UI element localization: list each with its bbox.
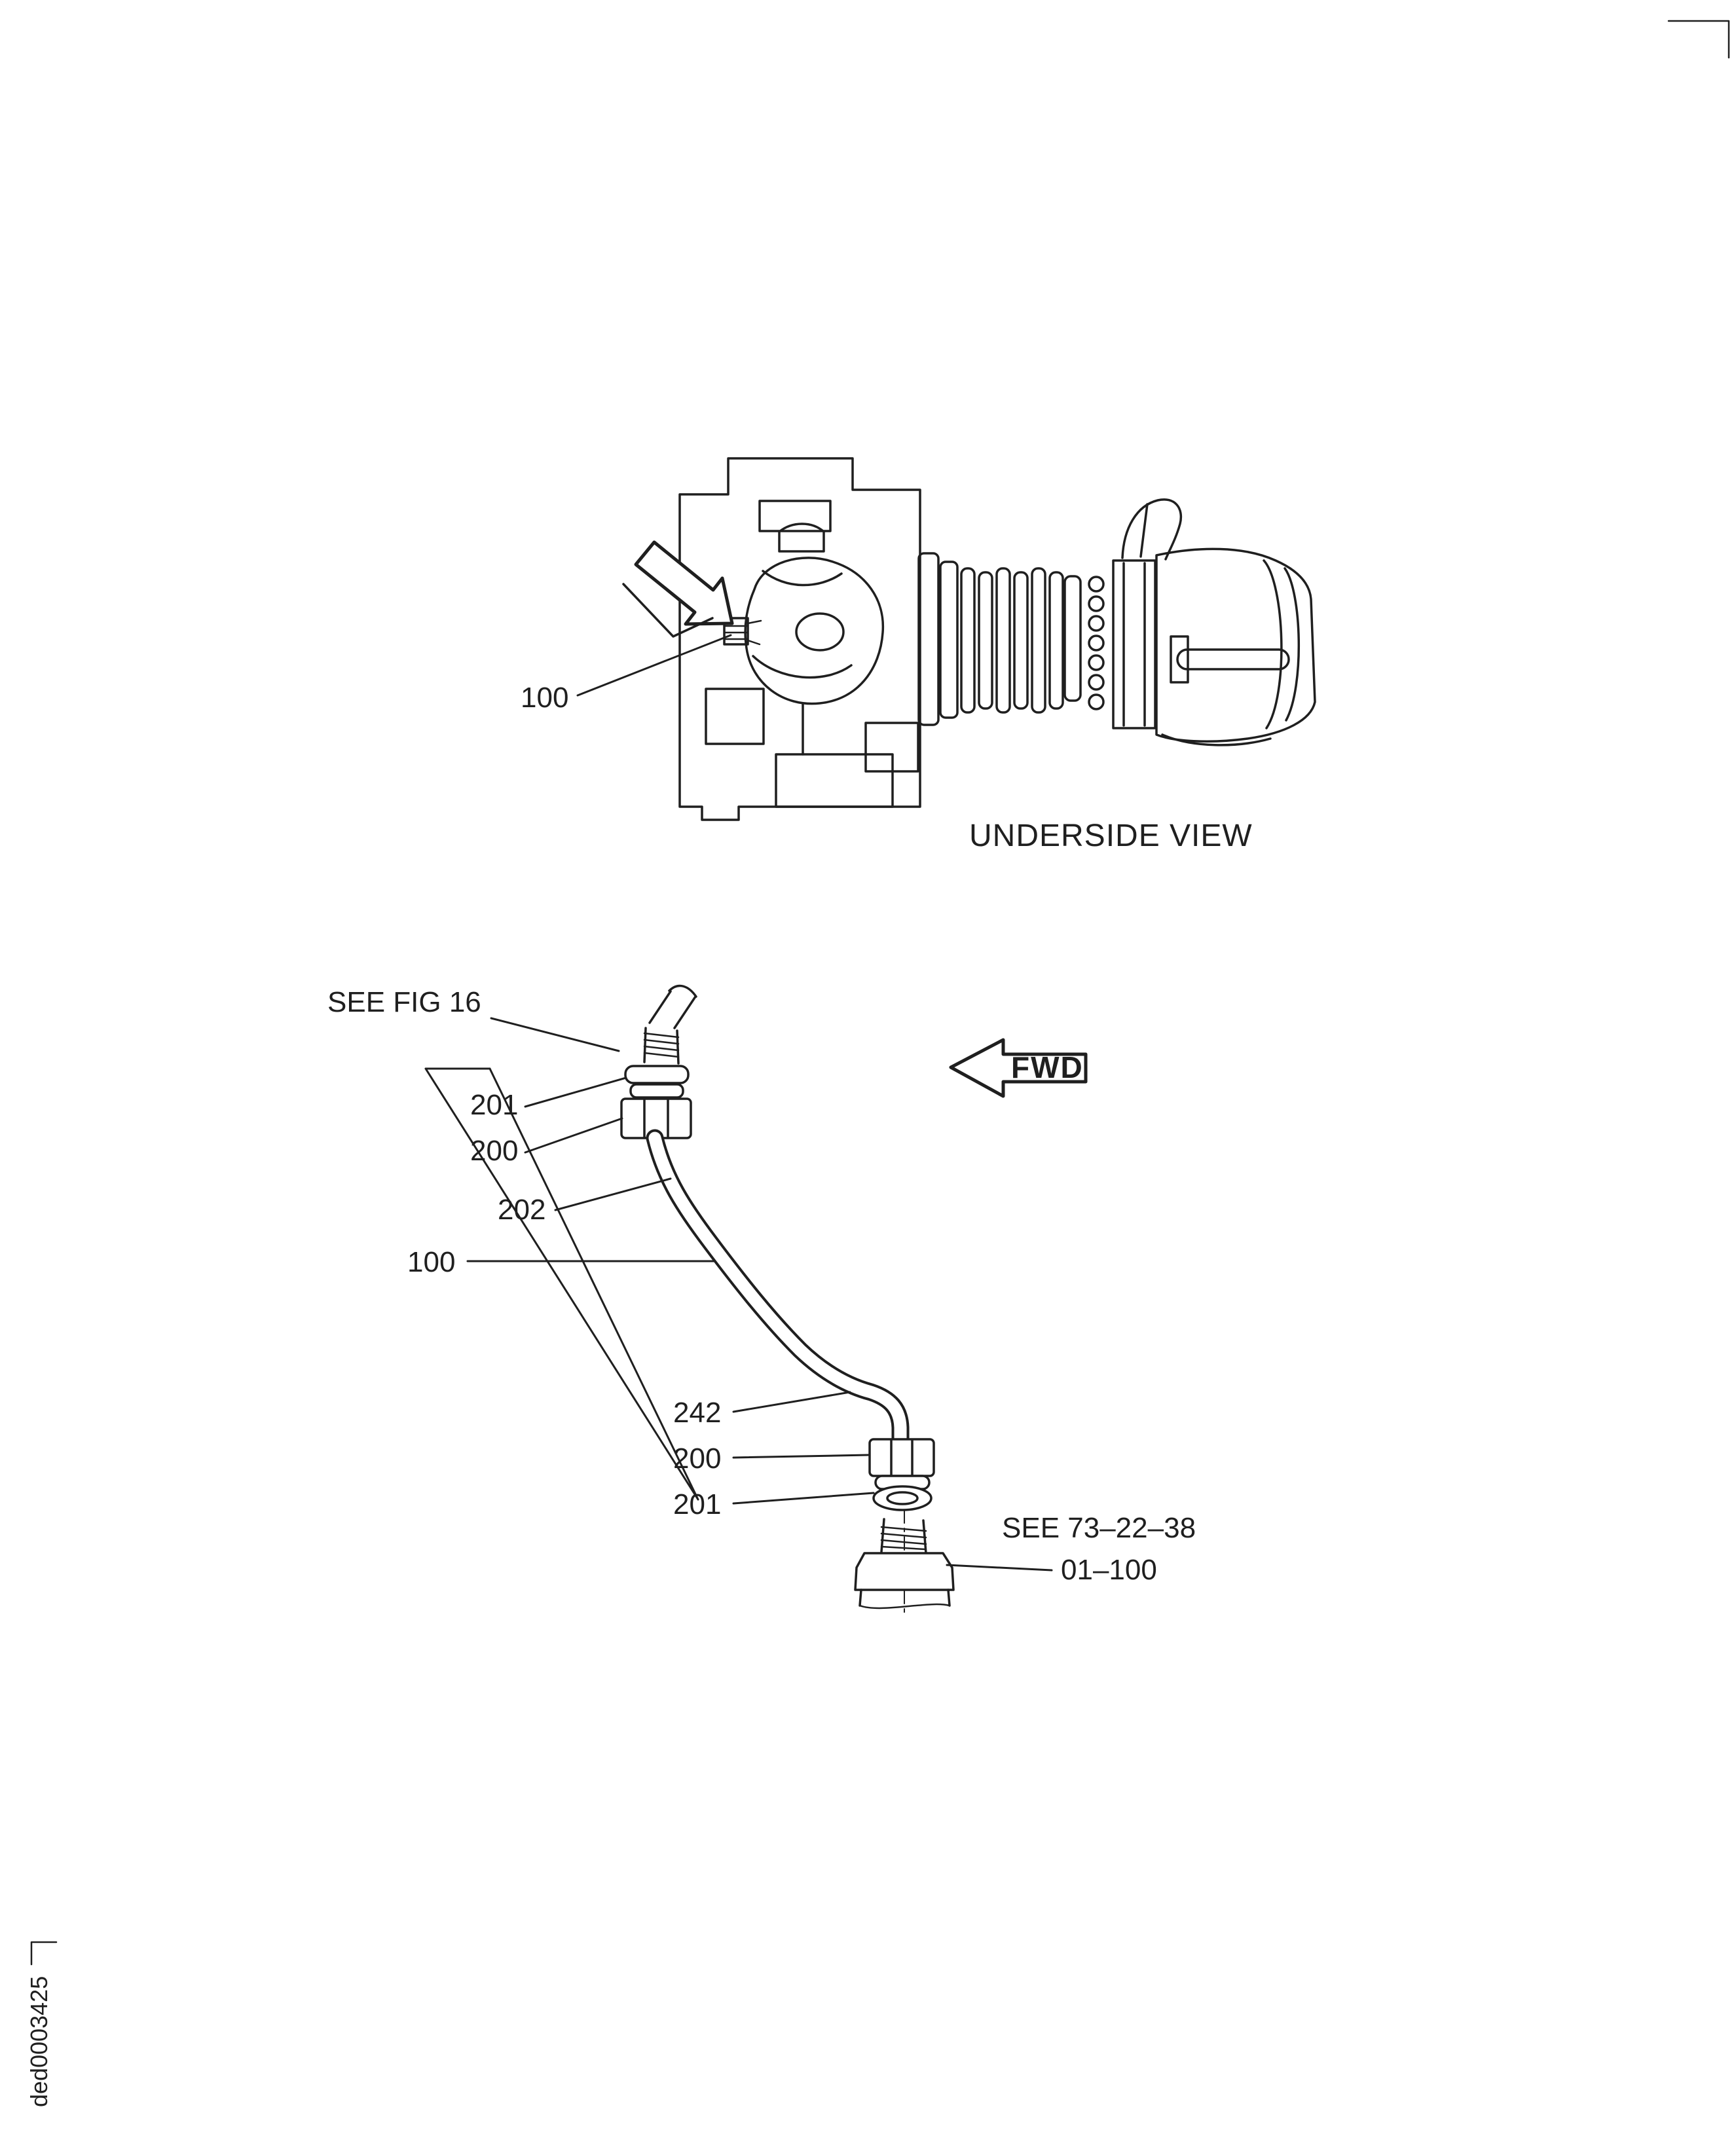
mount-flange-b [939, 561, 959, 719]
leader-line-100-top [576, 634, 732, 697]
callout-201-top: 201 [470, 1089, 518, 1121]
callout-242: 242 [673, 1397, 721, 1429]
rod-support [1170, 635, 1189, 684]
housing-detail-rect-left [705, 688, 765, 745]
tube-202 [646, 1129, 910, 1447]
callout-201-bottom: 201 [673, 1488, 721, 1520]
fitting-100-location [723, 617, 762, 646]
housing-detail-rect-top [758, 500, 832, 532]
lower-sleeve-201 [872, 1475, 933, 1511]
fwd-arrow-icon [949, 1038, 1088, 1098]
upper-sleeve-201 [624, 1065, 690, 1099]
mating-fitting [854, 1509, 955, 1617]
coupling-bellows [960, 567, 1082, 714]
output-rod [1176, 648, 1290, 671]
doc-code-bracket-icon [30, 1941, 58, 1966]
doc-code-block: ded0003425 [26, 1941, 58, 2107]
callout-200-bottom: 200 [673, 1443, 721, 1475]
callout-100-detail: 100 [407, 1246, 455, 1278]
housing-detail-rect-bottom [775, 753, 894, 808]
handle-loop-line [1139, 503, 1149, 558]
callout-200-top: 200 [470, 1135, 518, 1167]
fwd-direction-indicator: FWD [949, 1038, 1088, 1098]
leader-201-top [524, 1076, 627, 1108]
housing-detail-dome [778, 523, 825, 553]
lower-nut-200 [868, 1438, 935, 1477]
bell-housing-outline [1155, 547, 1316, 743]
bell-cone-line-b [1284, 567, 1300, 722]
bell-cone-line-a [1263, 559, 1283, 729]
housing-channel-upper [762, 570, 843, 587]
mount-flange-a [917, 552, 940, 726]
figure-caption: UNDERSIDE VIEW [969, 819, 1253, 853]
leader-see-fig-16 [490, 1017, 620, 1052]
bell-bottom-lip [1161, 733, 1272, 746]
upper-threaded-stud [643, 1027, 680, 1065]
fwd-label: FWD [1011, 1050, 1084, 1084]
pump-volute-outline [744, 557, 885, 705]
tube-assembly-figure: SEE FIG 16 201 200 202 100 242 200 201 S… [327, 984, 1196, 1617]
label-see-ref-line2: 01–100 [1061, 1554, 1157, 1586]
label-see-fig-16: SEE FIG 16 [327, 986, 481, 1018]
pump-boss [795, 612, 845, 652]
leader-200-top [524, 1117, 623, 1154]
callout-100-top-figure: 100 [521, 682, 568, 714]
leader-see-ref [946, 1564, 1053, 1572]
handle-loop [1121, 498, 1183, 561]
doc-code-vertical: ded0003425 [26, 1976, 52, 2107]
tube-stub-broken [648, 984, 697, 1029]
pointer-arrow-icon [634, 540, 734, 626]
housing-channel-lower [752, 655, 853, 679]
label-see-ref-line1: SEE 73–22–38 [1002, 1512, 1196, 1544]
pointer-arrow-tail-icon [622, 583, 714, 638]
clamp-ring-holes [1088, 576, 1105, 710]
gearbox-housing-outline [678, 457, 921, 821]
leader-202 [554, 1177, 672, 1211]
leader-242 [732, 1391, 851, 1413]
engine-underside-figure: 100 UNDERSIDE VIEW [521, 457, 1316, 853]
clamp-band [1112, 559, 1156, 729]
trim-mark-icon [1667, 20, 1730, 59]
callout-202: 202 [498, 1194, 545, 1226]
group-bracket-100 [424, 1067, 699, 1501]
leader-201-bottom [732, 1492, 875, 1505]
leader-200-bottom [732, 1454, 870, 1459]
